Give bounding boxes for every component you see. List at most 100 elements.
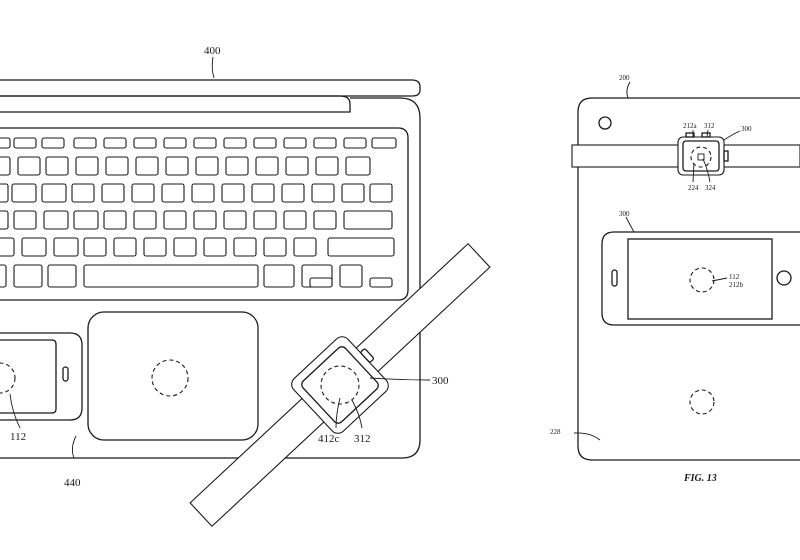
keyboard-key [0,264,7,288]
watch-right-button-a [685,132,695,138]
keyboard-key [53,237,79,257]
leader-228 [573,432,601,441]
label-watch-right-a: 212a [683,122,698,130]
label-watch-right-d: 324 [705,184,716,192]
keyboard-key [0,210,9,230]
leader-400 [211,56,215,79]
phone-right-home-button [776,270,792,286]
keyboard-key [73,210,99,230]
keyboard-key [371,137,397,149]
leader-112-right [711,277,728,282]
keyboard-key [345,156,371,176]
leader-112 [9,393,21,429]
watch-left-crown-icon [360,348,374,363]
figure-caption: FIG. 13 [683,473,717,484]
keyboard-key [263,264,295,288]
keyboard-key [341,183,365,203]
keyboard-key [253,210,277,230]
keyboard-key [41,137,65,149]
keyboard-key [173,237,197,257]
keyboard-key [13,137,37,149]
leader-312 [351,399,363,429]
keyboard-key [255,156,279,176]
phone-left-button-icon [62,366,69,382]
label-watch-left-sensor: 312 [354,433,371,445]
label-phone-right-coil: 112 [729,273,740,281]
label-pad-surface: 228 [550,428,561,436]
keyboard-keys [0,137,397,288]
phone-left-screen [0,339,57,414]
leader-300-phone [625,216,635,233]
pad-camera-icon [598,116,612,130]
laptop-lid-edge [0,79,421,97]
keyboard-key [161,183,185,203]
keyboard-key [163,137,187,149]
keyboard-key [0,137,11,149]
phone-right-body [601,231,800,326]
keyboard-key [283,210,307,230]
keyboard-key [103,210,127,230]
keyboard-key [133,210,157,230]
laptop-drawing: 400 440 112 300 412c 312 [0,45,491,528]
leader-440 [71,435,77,459]
keyboard-key [369,183,393,203]
keyboard-key [223,210,247,230]
keyboard-key [191,183,215,203]
keyboard-key [131,183,155,203]
keyboard-key [315,156,339,176]
keyboard-key [41,183,67,203]
laptop-hinge [0,95,351,113]
leader-224 [692,162,695,183]
arrow-key [339,264,363,288]
watch-left-screen [301,346,379,424]
keyboard-key [281,183,305,203]
watch-left [189,242,491,528]
keyboard-key [11,183,37,203]
keyboard-key [221,183,245,203]
keyboard-key [223,137,247,149]
watch-right-button-b [701,132,711,138]
pad-outline [577,97,800,461]
keyboard-key [45,156,69,176]
label-laptop-base: 440 [64,477,81,489]
phone-left-coil-icon [0,362,16,394]
watch-right-coil-icon [690,146,712,168]
label-watch-left-coil: 412c [318,433,340,445]
label-watch-left: 300 [432,375,449,387]
phone-right-speaker-icon [611,269,618,287]
keyboard-key [83,237,107,257]
leader-324 [702,158,711,183]
keyboard-key [253,137,277,149]
label-pad: 200 [619,74,630,82]
keyboard-key [263,237,287,257]
keyboard-key [113,237,137,257]
keyboard-key [343,210,393,230]
phone-left-body [0,332,83,421]
keyboard-well [0,127,409,301]
keyboard-key [0,237,15,257]
keyboard-key [233,237,257,257]
phone-right-coil-icon [689,267,715,293]
keyboard-key [203,237,227,257]
watch-right-sensor-icon [697,153,705,161]
keyboard-key [225,156,249,176]
label-phone-right-coil-b: 212b [729,281,744,289]
leader-200 [626,81,631,99]
arrow-key [369,277,393,288]
leader-300 [369,377,431,381]
keyboard-key [13,210,37,230]
label-phone-right: 300 [619,210,630,218]
keyboard-key [73,137,97,149]
keyboard-key [327,237,395,257]
watch-right-screen [682,140,720,172]
label-phone-left: 112 [10,431,26,443]
charging-pad-drawing: 200 228 212a 312 300 224 324 300 112 212… [550,74,800,484]
phone-right-screen [627,238,773,320]
keyboard-key [21,237,47,257]
label-watch-right-b: 312 [704,122,715,130]
label-watch-right-c: 224 [688,184,699,192]
keyboard-key [193,137,217,149]
keyboard-key [343,137,367,149]
keyboard-key [71,183,95,203]
